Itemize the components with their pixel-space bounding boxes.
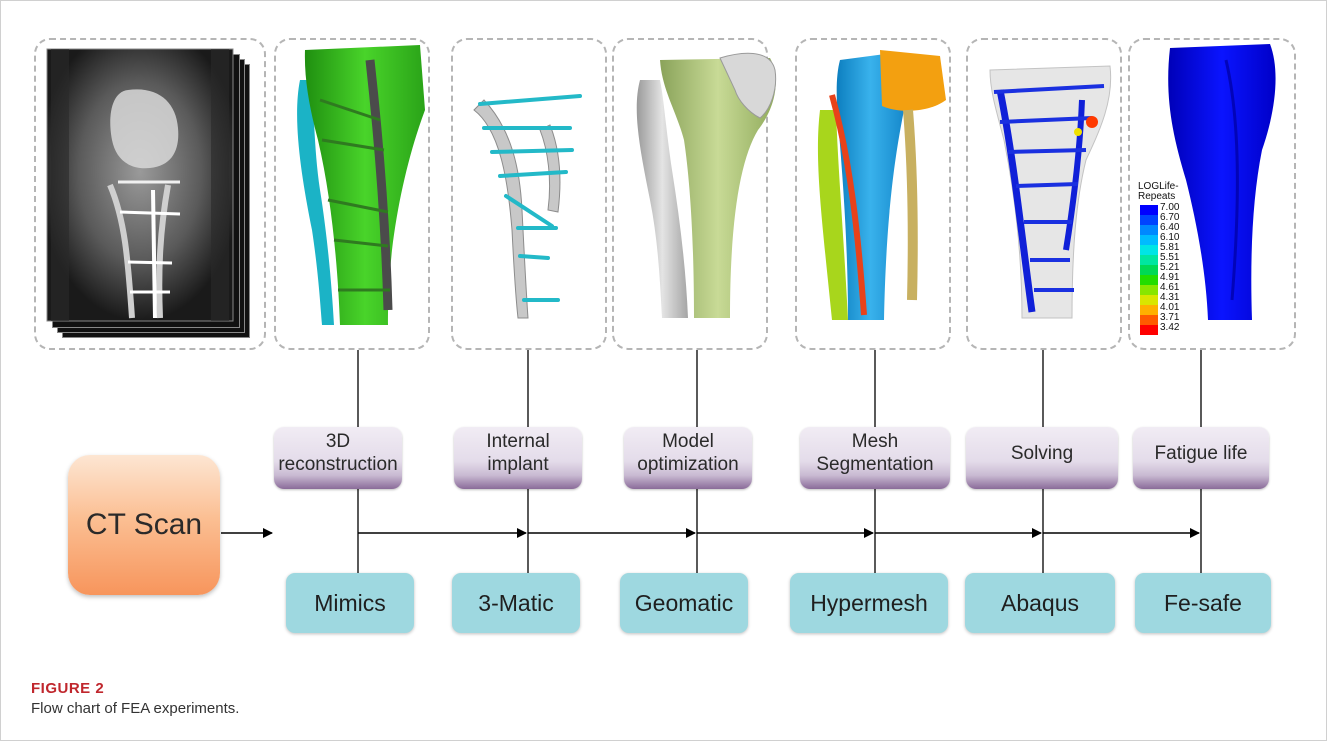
software-fe-safe: Fe-safe <box>1135 573 1271 633</box>
ct-scan-box: CT Scan <box>68 455 220 595</box>
step-line1: Model <box>637 430 738 453</box>
step-line2: Segmentation <box>816 453 933 476</box>
software-label: Geomatic <box>635 590 733 617</box>
ct-scan-label: CT Scan <box>86 508 202 542</box>
step-line2: implant <box>486 453 549 476</box>
step-line1: Fatigue life <box>1155 442 1248 465</box>
software-label: Hypermesh <box>810 590 928 617</box>
step-solving: Solving <box>966 427 1118 489</box>
ct-slice-image <box>47 49 233 321</box>
step-line1: Internal <box>486 430 549 453</box>
legend-value: 3.42 <box>1160 323 1198 333</box>
step-line2: optimization <box>637 453 738 476</box>
step-line1: 3D <box>278 430 397 453</box>
figure-label: FIGURE 2 <box>31 680 104 697</box>
stress-contour-model <box>990 66 1111 318</box>
software-mimics: Mimics <box>286 573 414 633</box>
software-abaqus: Abaqus <box>965 573 1115 633</box>
step-line2: reconstruction <box>278 453 397 476</box>
software-3-matic: 3-Matic <box>452 573 580 633</box>
software-geomatic: Geomatic <box>620 573 748 633</box>
software-label: Fe-safe <box>1164 590 1242 617</box>
software-hypermesh: Hypermesh <box>790 573 948 633</box>
legend-subtitle: Repeats <box>1138 192 1198 202</box>
segmented-mesh-model <box>818 50 946 320</box>
plate-and-screws-model <box>474 96 580 318</box>
figure-caption: Flow chart of FEA experiments. <box>31 700 239 717</box>
smooth-bone-model <box>637 53 776 318</box>
software-label: Mimics <box>314 590 386 617</box>
step-line1: Solving <box>1011 442 1073 465</box>
tibia-fibula-green-model <box>297 45 425 325</box>
software-label: 3-Matic <box>478 590 553 617</box>
step-fatigue-life: Fatigue life <box>1133 427 1269 489</box>
software-label: Abaqus <box>1001 590 1079 617</box>
step-line1: Mesh <box>816 430 933 453</box>
